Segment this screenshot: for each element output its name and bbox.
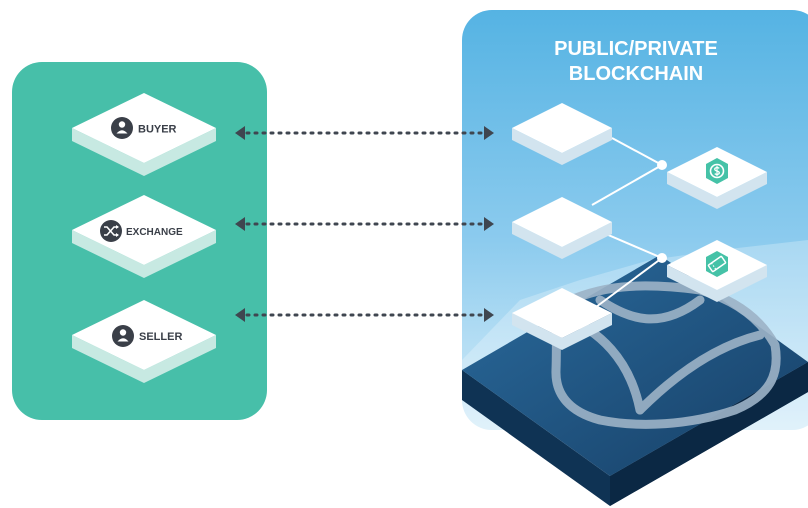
exchange-chain-link [235,217,494,231]
buyer-node[interactable]: BUYER [72,93,216,176]
blockchain-title-line2: BLOCKCHAIN [569,63,703,85]
blockchain-base [462,255,808,506]
buyer-label: BUYER [138,124,177,136]
chain-block-seller[interactable] [512,288,612,350]
chain-junction-dot [657,253,667,263]
arrowhead-left-icon [235,308,245,322]
dollar-coin-icon [706,158,728,184]
ticket-icon [706,251,728,277]
buyer-chain-link [235,126,494,140]
currency-asset-tile[interactable] [667,147,767,209]
arrowhead-right-icon [484,126,494,140]
chain-block-buyer[interactable] [512,103,612,165]
shuffle-icon [100,220,122,242]
seller-chain-link [235,308,494,322]
exchange-node[interactable]: EXCHANGE [72,195,216,278]
seller-node[interactable]: SELLER [72,300,216,383]
chain-block-exchange[interactable] [512,197,612,259]
exchange-label: EXCHANGE [126,227,183,238]
blockchain-title-line1: PUBLIC/PRIVATE [554,38,718,60]
arrowhead-left-icon [235,126,245,140]
user-icon [112,325,134,347]
blockchain-panel: PUBLIC/PRIVATE BLOCKCHAIN [462,10,808,506]
arrowhead-right-icon [484,217,494,231]
ticket-asset-tile[interactable] [667,240,767,302]
chain-junction-dot [657,160,667,170]
arrowhead-right-icon [484,308,494,322]
seller-label: SELLER [139,331,182,343]
arrowhead-left-icon [235,217,245,231]
user-icon [111,117,133,139]
